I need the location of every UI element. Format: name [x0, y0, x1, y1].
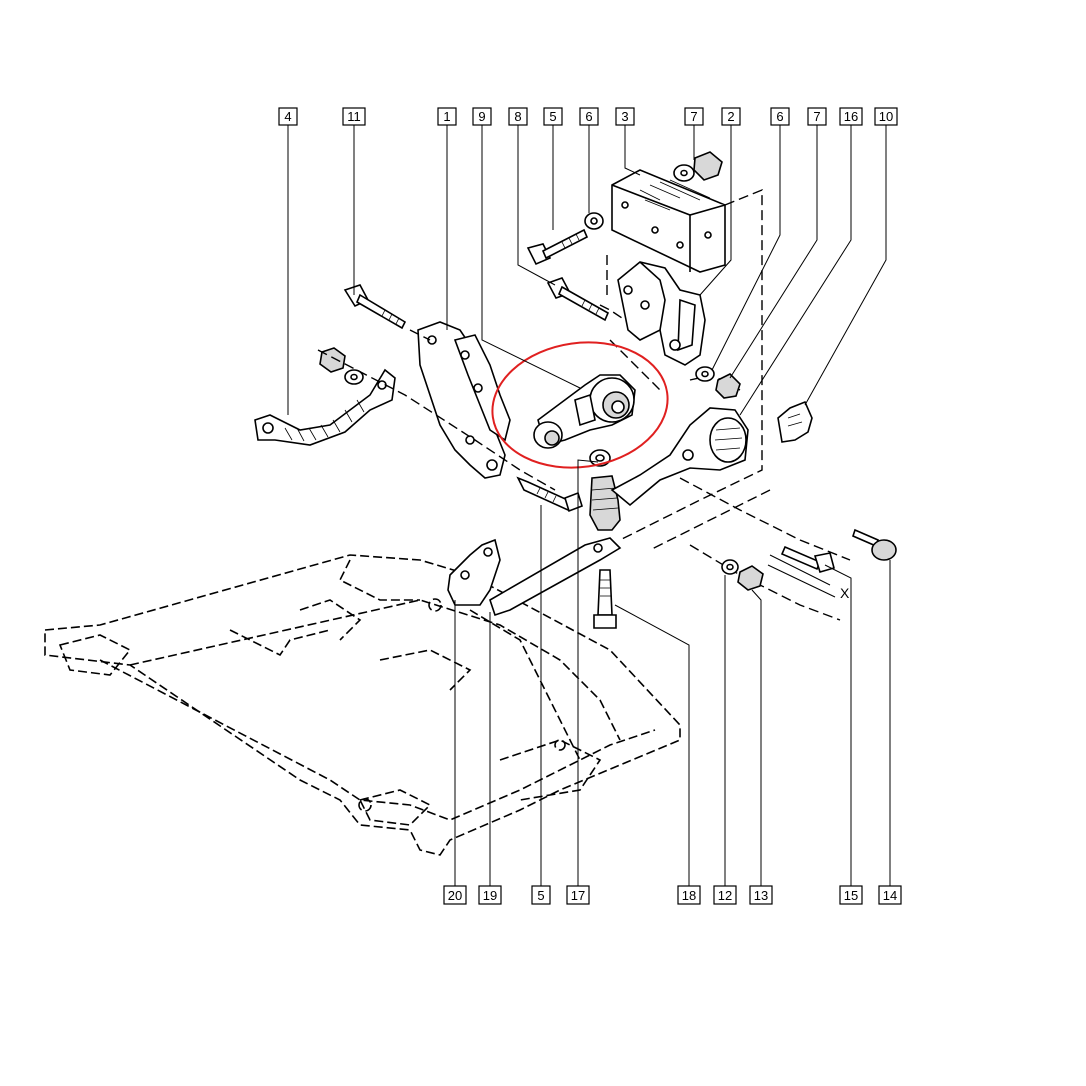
bolt-14 [852, 528, 897, 561]
callout-label-5-top: 5 [543, 107, 563, 126]
svg-text:7: 7 [690, 109, 697, 124]
plate-19 [489, 537, 622, 617]
bolt-18 [593, 569, 617, 629]
nut-13 [737, 565, 764, 591]
callout-label-6-left: 6 [579, 107, 599, 126]
clip-10 [777, 400, 813, 443]
svg-text:6: 6 [776, 109, 783, 124]
svg-text:16: 16 [844, 109, 858, 124]
callout-label-13: 13 [749, 885, 773, 905]
nut-7-right [695, 366, 741, 399]
callout-label-12: 12 [713, 885, 737, 905]
svg-text:10: 10 [879, 109, 893, 124]
callout-label-6-right: 6 [770, 107, 790, 126]
rubber-stop [589, 475, 621, 531]
svg-text:20: 20 [448, 888, 462, 903]
callout-label-5-bottom: 5 [531, 885, 551, 905]
svg-text:6: 6 [585, 109, 592, 124]
callout-label-7-left: 7 [684, 107, 704, 126]
bracket-2 [617, 261, 706, 366]
callout-label-16: 16 [839, 107, 863, 126]
torque-rod [254, 368, 396, 446]
callout-label-14: 14 [878, 885, 902, 905]
callout-label-18: 18 [677, 885, 701, 905]
callout-label-1: 1 [437, 107, 457, 126]
bolt-5-lower [516, 476, 583, 513]
svg-text:3: 3 [621, 109, 628, 124]
callout-label-9: 9 [472, 107, 492, 126]
svg-text:15: 15 [844, 888, 858, 903]
svg-text:18: 18 [682, 888, 696, 903]
callout-label-7-right: 7 [807, 107, 827, 126]
callout-label-17: 17 [566, 885, 590, 905]
nut-7-top [673, 151, 723, 182]
callout-label-4: 4 [278, 107, 298, 126]
svg-text:4: 4 [284, 109, 291, 124]
bracket-1 [417, 321, 511, 479]
callout-label-2: 2 [721, 107, 741, 126]
callout-leaders [287, 124, 891, 887]
dimension-label-x: X [840, 585, 850, 601]
mount-arm-16 [610, 407, 749, 507]
bolt-11 [343, 284, 407, 330]
callout-label-19: 19 [478, 885, 502, 905]
highlight-ring [491, 341, 669, 469]
bolt-5-top [526, 212, 604, 266]
callout-label-11: 11 [342, 107, 366, 126]
bolt-15 [767, 545, 836, 598]
callout-label-10: 10 [874, 107, 898, 126]
svg-text:2: 2 [727, 109, 734, 124]
svg-text:17: 17 [571, 888, 585, 903]
svg-text:9: 9 [478, 109, 485, 124]
callout-label-8: 8 [508, 107, 528, 126]
bolt-8 [546, 277, 610, 322]
callout-label-20: 20 [443, 885, 467, 905]
mount-block-3 [611, 169, 726, 273]
svg-text:13: 13 [754, 888, 768, 903]
nut-washer-left [319, 347, 364, 385]
svg-text:11: 11 [347, 109, 361, 124]
bracket-20 [447, 538, 501, 606]
svg-text:12: 12 [718, 888, 732, 903]
svg-text:14: 14 [883, 888, 897, 903]
svg-text:5: 5 [549, 109, 556, 124]
svg-text:1: 1 [443, 109, 450, 124]
subframe [44, 554, 681, 856]
callout-label-3: 3 [615, 107, 635, 126]
svg-text:7: 7 [813, 109, 820, 124]
torque-link-9 [533, 374, 636, 449]
washer-12 [721, 559, 739, 575]
svg-text:19: 19 [483, 888, 497, 903]
svg-text:8: 8 [514, 109, 521, 124]
svg-text:5: 5 [537, 888, 544, 903]
callout-label-15: 15 [839, 885, 863, 905]
